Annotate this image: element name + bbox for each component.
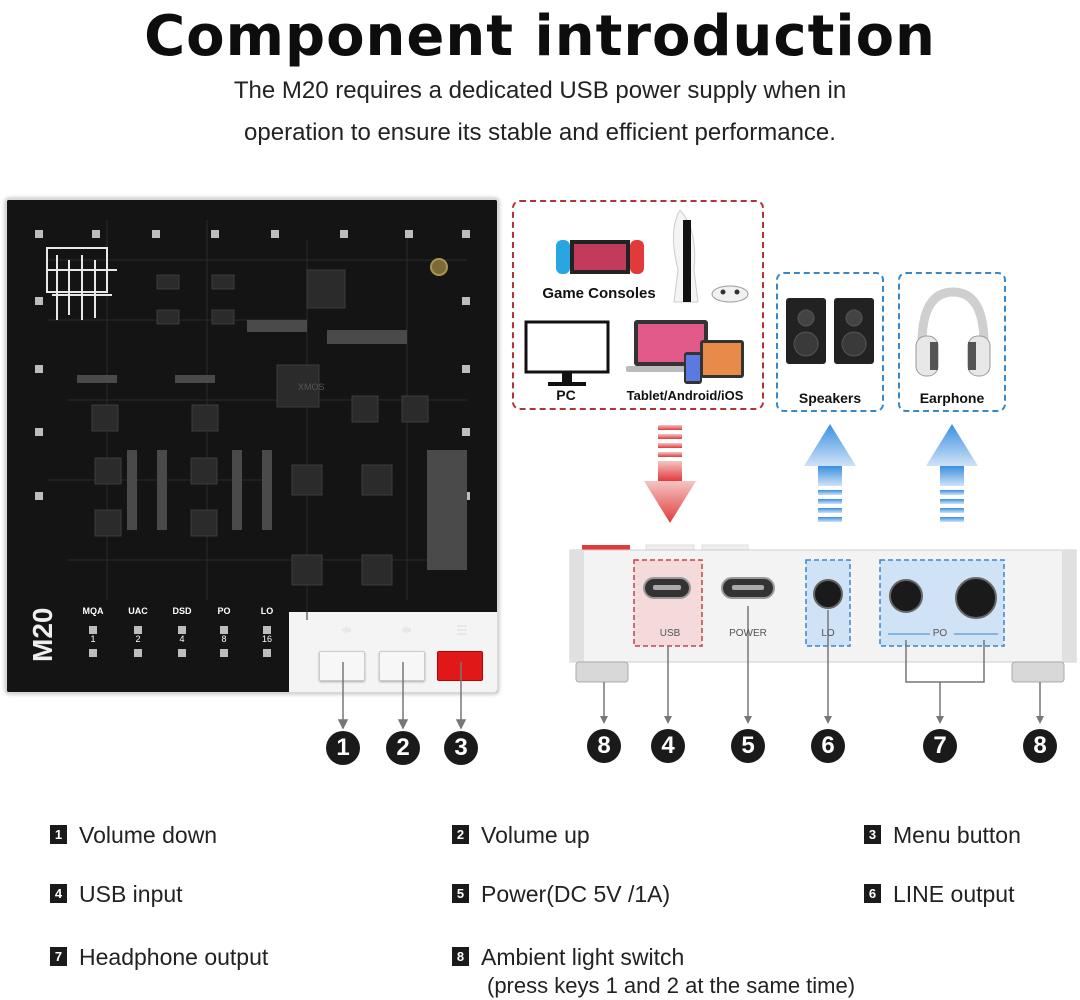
- legend-item-8: 8 Ambient light switch (press keys 1 and…: [452, 942, 855, 1000]
- lo-arrow-up-icon: [804, 424, 856, 522]
- led-num-2: 2: [135, 634, 141, 644]
- mobile-devices-icon: [626, 320, 744, 384]
- legend-text-8-wrap: Ambient light switch (press keys 1 and 2…: [481, 942, 855, 1000]
- led-label-dsd: DSD: [172, 606, 192, 616]
- legend-num-5: 5: [452, 884, 469, 903]
- callout-1: 1: [326, 731, 360, 765]
- volume-up-button[interactable]: [379, 651, 425, 681]
- legend-text-2: Volume up: [481, 822, 590, 848]
- legend-num-1: 1: [50, 825, 67, 844]
- legend-text-3: Menu button: [893, 822, 1021, 848]
- callout-8-right: 8: [1023, 729, 1057, 763]
- legend-num-4: 4: [50, 884, 67, 903]
- legend-num-2: 2: [452, 825, 469, 844]
- volume-down-button[interactable]: [319, 651, 365, 681]
- legend-subtext-8: (press keys 1 and 2 at the same time): [487, 973, 856, 998]
- subtitle-line-2: operation to ensure its stable and effic…: [244, 119, 836, 146]
- callout-8-left: 8: [587, 729, 621, 763]
- legend-item-1: 1 Volume down: [50, 820, 217, 850]
- callout-4: 4: [651, 729, 685, 763]
- led-label-mqa: MQA: [82, 606, 104, 616]
- earphone-label: Earphone: [919, 390, 985, 406]
- game-consoles-label: Game Consoles: [542, 285, 656, 302]
- led-num-4: 4: [179, 634, 185, 644]
- device-rear-panel: [569, 544, 1077, 718]
- page-title: Component introduction: [144, 4, 936, 69]
- menu-button[interactable]: [437, 651, 483, 681]
- mobile-label: Tablet/Android/iOS: [626, 388, 744, 403]
- legend-num-7: 7: [50, 947, 67, 966]
- legend-item-3: 3 Menu button: [864, 820, 1021, 850]
- subtitle-line-1: The M20 requires a dedicated USB power s…: [233, 77, 847, 104]
- led-label-lo: LO: [260, 606, 274, 616]
- lo-port-label: LO: [821, 628, 835, 639]
- led-label-po: PO: [217, 606, 231, 616]
- headphone-icon: [915, 287, 991, 377]
- po-arrow-up-icon: [926, 424, 978, 522]
- game-console-icon: [556, 240, 644, 274]
- legend-text-5: Power(DC 5V /1A): [481, 881, 671, 907]
- earphone-box: [898, 272, 1006, 412]
- pc-monitor-icon: [524, 320, 610, 386]
- callout-7: 7: [923, 729, 957, 763]
- page-subtitle: The M20 requires a dedicated USB power s…: [0, 70, 1080, 154]
- callout-2: 2: [386, 731, 420, 765]
- legend-text-7: Headphone output: [79, 944, 269, 970]
- pc-label: PC: [556, 387, 576, 403]
- callout-5: 5: [731, 729, 765, 763]
- legend-text-4: USB input: [79, 881, 183, 907]
- legend-item-7: 7 Headphone output: [50, 942, 268, 972]
- legend-text-6: LINE output: [893, 881, 1015, 907]
- console-tower-icon: [673, 210, 749, 303]
- board-circuitry: XMOS: [7, 200, 497, 692]
- sources-box: [512, 200, 764, 410]
- usb-port-label: USB: [659, 628, 681, 639]
- legend-num-8: 8: [452, 947, 469, 966]
- legend-text-8: Ambient light switch: [481, 944, 685, 970]
- callout-6: 6: [811, 729, 845, 763]
- legend-num-3: 3: [864, 825, 881, 844]
- speaker-icon: [786, 298, 874, 364]
- led-label-uac: UAC: [128, 606, 148, 616]
- led-num-1: 1: [90, 634, 96, 644]
- speakers-box: [776, 272, 884, 412]
- po-port-label: PO: [932, 628, 948, 639]
- power-port-label: POWER: [729, 628, 767, 639]
- legend-item-2: 2 Volume up: [452, 820, 590, 850]
- legend-num-6: 6: [864, 884, 881, 903]
- input-arrow-down-icon: [644, 425, 696, 523]
- led-num-16: 16: [261, 634, 272, 644]
- legend-item-4: 4 USB input: [50, 879, 183, 909]
- led-num-8: 8: [221, 634, 227, 644]
- legend-text-1: Volume down: [79, 822, 218, 848]
- callout-3: 3: [444, 731, 478, 765]
- circuit-board: XMOS MQA UAC DSD PO LO 1 2 4 8 16 M20: [5, 198, 499, 694]
- legend-item-6: 6 LINE output: [864, 879, 1014, 909]
- speakers-label: Speakers: [798, 390, 862, 406]
- chip-label: XMOS: [298, 382, 325, 392]
- legend-item-5: 5 Power(DC 5V /1A): [452, 879, 670, 909]
